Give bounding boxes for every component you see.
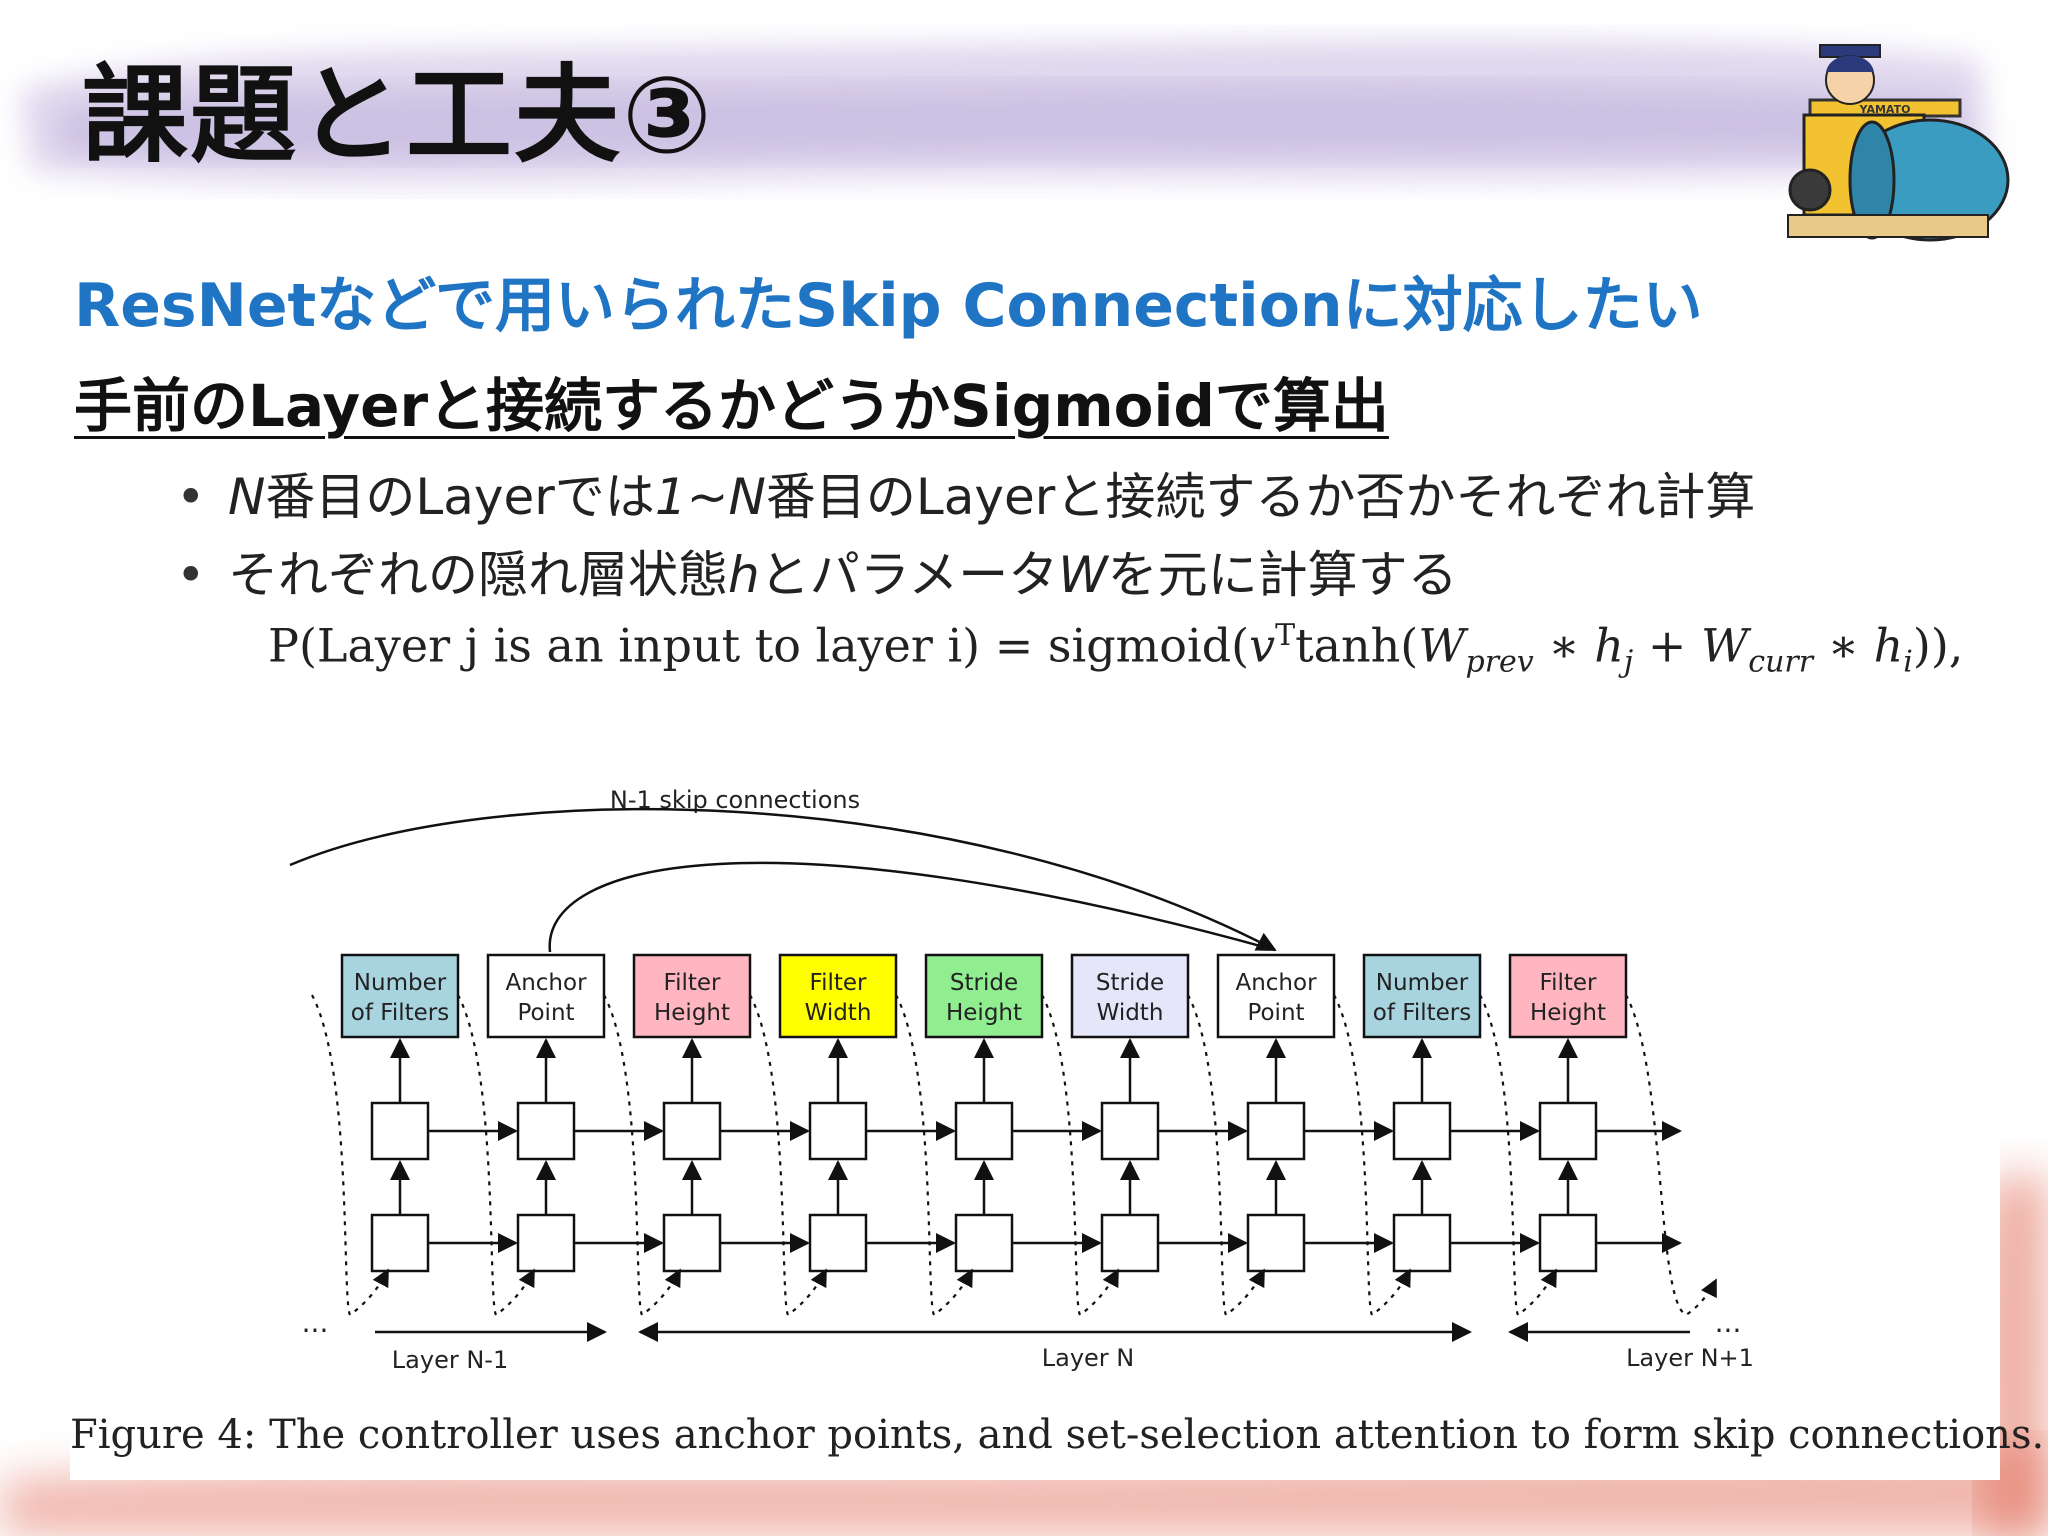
output-box bbox=[486, 953, 606, 1039]
svg-text:YAMATO: YAMATO bbox=[1859, 103, 1911, 116]
hidden-cell-top bbox=[662, 1101, 722, 1161]
feedback-dotted-arrow bbox=[749, 994, 827, 1317]
output-box-label: Stride bbox=[950, 970, 1018, 996]
hidden-cell-top bbox=[370, 1101, 430, 1161]
output-box-label: Anchor bbox=[505, 970, 587, 996]
hidden-cell-top bbox=[1246, 1101, 1306, 1161]
bullet-item: N番目のLayerでは1~N番目のLayerと接続するか否かそれぞれ計算 bbox=[172, 458, 1755, 536]
hidden-cell-top bbox=[1100, 1101, 1160, 1161]
feedback-dotted-arrow bbox=[311, 994, 389, 1317]
layer-label: Layer N-1 bbox=[392, 1346, 508, 1374]
hidden-cell-bottom bbox=[516, 1213, 576, 1273]
feedback-dotted-arrow bbox=[603, 994, 681, 1317]
output-box bbox=[1362, 953, 1482, 1039]
ellipsis-right: ... bbox=[1715, 1306, 1742, 1339]
hidden-cell-top bbox=[1538, 1101, 1598, 1161]
hidden-cell-bottom bbox=[1538, 1213, 1598, 1273]
skip-arc-anchor bbox=[548, 861, 1276, 953]
bullet-item: それぞれの隠れ層状態hとパラメータWを元に計算する bbox=[172, 536, 1755, 614]
output-box bbox=[340, 953, 460, 1039]
layer-label: Layer N+1 bbox=[1626, 1344, 1754, 1372]
output-box-label: Anchor bbox=[1235, 970, 1317, 996]
hidden-cell-top bbox=[808, 1101, 868, 1161]
ellipsis-left: ... bbox=[302, 1306, 329, 1339]
hidden-cell-top bbox=[954, 1101, 1014, 1161]
hidden-cell-bottom bbox=[808, 1213, 868, 1273]
slide-title: 課題と工夫③ bbox=[82, 54, 714, 177]
section-subheading: 手前のLayerと接続するかどうかSigmoidで算出 bbox=[74, 372, 1389, 440]
hidden-cell-bottom bbox=[662, 1213, 722, 1273]
feedback-dotted-arrow bbox=[1333, 994, 1411, 1317]
output-box bbox=[632, 953, 752, 1039]
output-box-label: Filter bbox=[1540, 970, 1598, 996]
output-box-label: Height bbox=[946, 1000, 1022, 1026]
feedback-dotted-arrow bbox=[1187, 994, 1265, 1317]
output-box-label: Point bbox=[1247, 1000, 1304, 1026]
output-box-label: of Filters bbox=[1373, 1000, 1471, 1026]
output-box-label: of Filters bbox=[351, 1000, 449, 1026]
figure-caption: Figure 4: The controller uses anchor poi… bbox=[70, 1412, 2045, 1458]
hidden-cell-bottom bbox=[370, 1213, 430, 1273]
skip-arc-long bbox=[289, 807, 1277, 952]
hidden-cell-top bbox=[516, 1101, 576, 1161]
output-box bbox=[1508, 953, 1628, 1039]
output-box bbox=[924, 953, 1044, 1039]
output-box-label: Point bbox=[517, 1000, 574, 1026]
output-box-label: Width bbox=[1097, 1000, 1164, 1026]
output-box-label: Stride bbox=[1096, 970, 1164, 996]
output-box-label: Filter bbox=[810, 970, 868, 996]
road-roller-mascot: YAMATO bbox=[1787, 44, 2010, 242]
feedback-dotted-arrow bbox=[1625, 994, 1717, 1317]
output-box-label: Number bbox=[1376, 970, 1469, 996]
output-box bbox=[1070, 953, 1190, 1039]
hidden-cell-bottom bbox=[1100, 1213, 1160, 1273]
hidden-cell-bottom bbox=[1246, 1213, 1306, 1273]
hidden-cell-top bbox=[1392, 1101, 1452, 1161]
bullet-list: N番目のLayerでは1~N番目のLayerと接続するか否かそれぞれ計算 それぞ… bbox=[172, 458, 1755, 614]
feedback-dotted-arrow bbox=[1479, 994, 1557, 1317]
layer-label: Layer N bbox=[1042, 1344, 1135, 1372]
probability-formula: P(Layer j is an input to layer i) = sigm… bbox=[268, 618, 1964, 680]
hidden-cell-bottom bbox=[1392, 1213, 1452, 1273]
output-box bbox=[1216, 953, 1336, 1039]
hidden-cell-bottom bbox=[954, 1213, 1014, 1273]
output-box-label: Height bbox=[654, 1000, 730, 1026]
feedback-dotted-arrow bbox=[1041, 994, 1119, 1317]
feedback-dotted-arrow bbox=[895, 994, 973, 1317]
output-box bbox=[778, 953, 898, 1039]
section-heading: ResNetなどで用いられたSkip Connectionに対応したい bbox=[74, 271, 1703, 341]
output-box-label: Filter bbox=[664, 970, 722, 996]
output-box-label: Height bbox=[1530, 1000, 1606, 1026]
output-box-label: Number bbox=[354, 970, 447, 996]
output-box-label: Width bbox=[805, 1000, 872, 1026]
feedback-dotted-arrow bbox=[457, 994, 535, 1317]
